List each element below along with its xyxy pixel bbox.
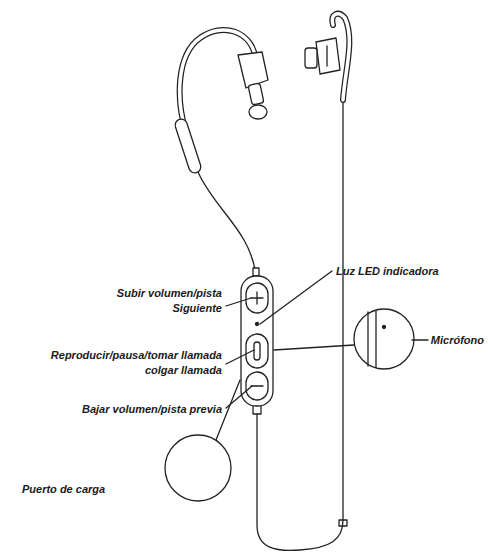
port-label: Puerto de carga bbox=[22, 482, 105, 497]
led-label: Luz LED indicadora bbox=[336, 264, 439, 279]
button-label: Reproducir/pausa/tomar llamada colgar ll… bbox=[22, 348, 222, 378]
microphone-label: Micrófono bbox=[431, 333, 484, 348]
button-label: Subir volumen/pista Siguiente bbox=[100, 286, 222, 316]
button-label: Bajar volumen/pista previa bbox=[82, 402, 222, 417]
